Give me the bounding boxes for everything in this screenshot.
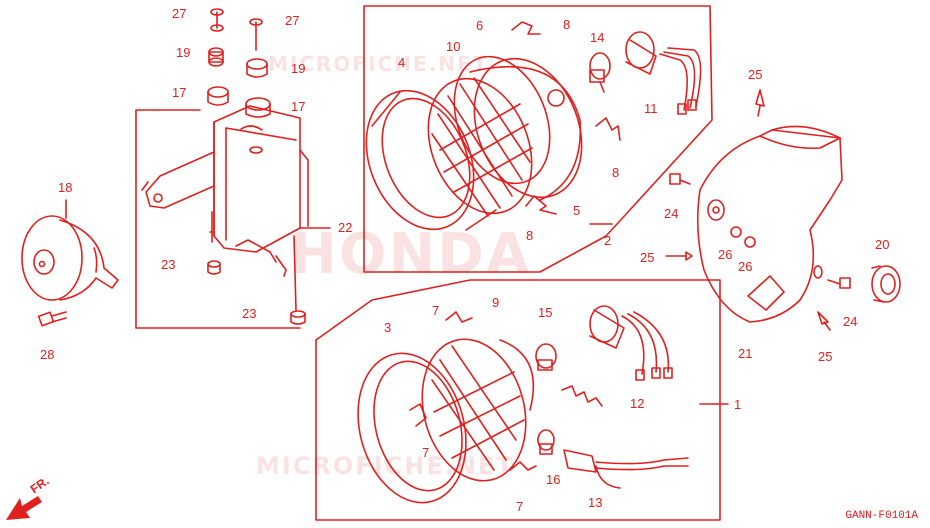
callout-27-a: 27 [172, 6, 187, 21]
callout-19-b: 19 [291, 61, 306, 76]
watermark-honda: HONDA [290, 222, 532, 287]
callout-28: 28 [40, 347, 55, 362]
callout-16: 16 [546, 472, 561, 487]
callout-13: 13 [588, 495, 603, 510]
watermark-bottom: MICROFICHE.NET [256, 452, 515, 480]
callout-2: 2 [604, 233, 612, 248]
socket-12 [589, 305, 673, 381]
spring-12 [561, 385, 603, 407]
lower-rim-3 [357, 352, 467, 504]
callout-3: 3 [384, 320, 392, 335]
screw-25-top [755, 89, 765, 117]
callout-25-a: 25 [748, 67, 763, 82]
callout-26-a: 26 [718, 247, 733, 262]
watermark-top: MICROFICHE.NET [268, 52, 489, 76]
bulb-15 [535, 343, 557, 371]
callout-23-b: 23 [242, 306, 257, 321]
bolt-28 [37, 311, 67, 327]
spring-7-c [509, 461, 537, 471]
bolt-23-b [290, 310, 306, 325]
callout-9: 9 [492, 295, 500, 310]
callout-1: 1 [734, 397, 742, 412]
callout-6: 6 [476, 18, 484, 33]
callout-17-b: 17 [291, 99, 306, 114]
spring-8-low [525, 195, 557, 215]
grommet-20 [871, 265, 901, 303]
callout-19-a: 19 [176, 45, 191, 60]
spring-8-top [511, 21, 541, 35]
callout-12: 12 [630, 396, 645, 411]
upper-assembly-frame [363, 5, 713, 273]
spring-7-b [409, 403, 427, 427]
screw-24-top [669, 173, 691, 185]
headlight-bracket-22 [141, 105, 309, 311]
screw-24-low [827, 277, 851, 289]
spring-8-mid [595, 117, 621, 141]
callout-8-c: 8 [526, 228, 534, 243]
bolt-23-a [207, 260, 221, 275]
callout-25-c: 25 [818, 349, 833, 364]
screw-25-low [817, 311, 831, 331]
socket-11 [625, 31, 702, 115]
screw-25-mid [665, 251, 693, 261]
stack-right [245, 18, 271, 118]
upper-rim-4 [365, 89, 497, 231]
upper-ring-6 [453, 55, 551, 185]
callout-24-a: 24 [664, 206, 679, 221]
callout-22: 22 [338, 220, 353, 235]
callout-7-c: 7 [516, 499, 524, 514]
callout-10: 10 [446, 39, 461, 54]
horn-18 [21, 199, 119, 301]
callout-7-a: 7 [432, 303, 440, 318]
callout-5: 5 [573, 203, 581, 218]
stack-left [207, 8, 229, 106]
callout-20: 20 [875, 237, 890, 252]
callout-11: 11 [644, 101, 658, 116]
callout-8-b: 8 [612, 165, 620, 180]
lower-assembly-frame [315, 279, 721, 521]
callout-15: 15 [538, 305, 553, 320]
callout-21: 21 [738, 346, 753, 361]
callout-14: 14 [590, 30, 605, 45]
callout-24-b: 24 [843, 314, 858, 329]
callout-17-a: 17 [172, 85, 187, 100]
headlight-case-21 [696, 125, 843, 323]
front-arrow-icon [6, 496, 42, 520]
callout-8-a: 8 [563, 17, 571, 32]
spring-7-a [445, 311, 473, 323]
callout-7-b: 7 [422, 445, 430, 460]
callout-27-b: 27 [285, 13, 300, 28]
upper-lens-10 [427, 77, 533, 217]
callout-4: 4 [398, 55, 406, 70]
diagram-code: GANN-F0101A [845, 510, 918, 522]
bulb-14 [589, 52, 611, 93]
callout-25-b: 25 [640, 250, 655, 265]
callout-18: 18 [58, 180, 73, 195]
bracket-group-frame [135, 109, 301, 329]
callout-26-b: 26 [738, 259, 753, 274]
lower-lens-9 [421, 338, 535, 482]
callout-23-a: 23 [161, 257, 176, 272]
bulb-16 [537, 429, 555, 455]
socket-13 [563, 449, 689, 489]
